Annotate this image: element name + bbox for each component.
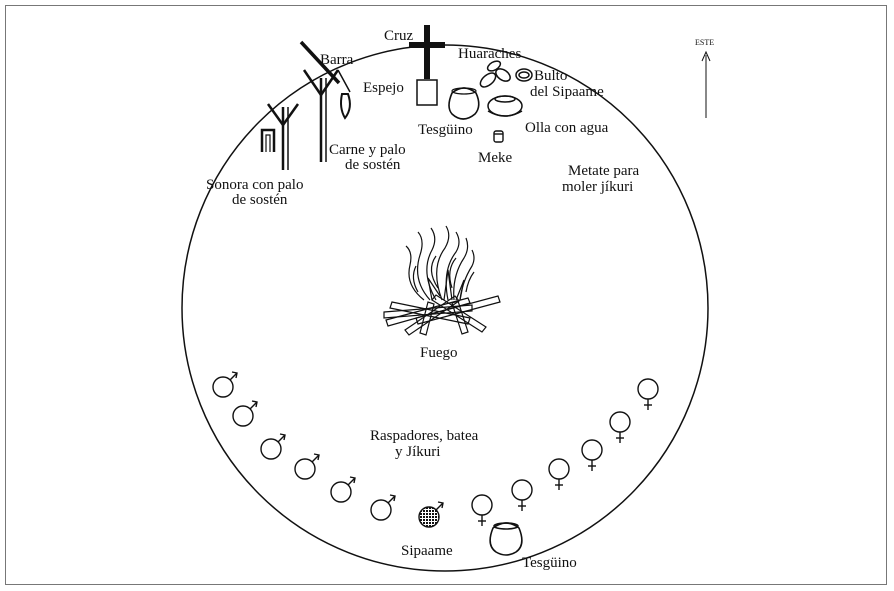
female-icon	[512, 480, 532, 511]
sonora-label-2: de sostén	[232, 192, 288, 208]
male-icon	[213, 372, 237, 397]
tesguino-bottom-label: Tesgüino	[522, 555, 577, 571]
bundle-icon	[516, 69, 532, 81]
tesguino-bottom-pot-icon	[490, 523, 522, 555]
male-icon	[261, 434, 285, 459]
female-icon	[472, 495, 492, 526]
cross-icon	[409, 25, 445, 79]
metate-label-1: Metate para	[568, 163, 640, 179]
carne-label-1: Carne y palo	[329, 142, 406, 158]
raspadores-label-1: Raspadores, batea	[370, 428, 479, 444]
bulto-label-2: del Sipaame	[530, 84, 604, 100]
meke-label: Meke	[478, 150, 512, 166]
sonora-label-1: Sonora con palo	[206, 177, 303, 193]
meke-icon	[494, 131, 503, 142]
female-icon	[638, 379, 658, 410]
female-icon	[549, 459, 569, 490]
barra-label: Barra	[320, 52, 354, 68]
sipaame-icon	[419, 502, 443, 527]
male-icon	[233, 401, 257, 426]
mirror-icon	[417, 80, 437, 105]
espejo-label: Espejo	[363, 80, 404, 96]
fuego-label: Fuego	[420, 345, 458, 361]
carne-label-2: de sostén	[345, 157, 401, 173]
cruz-label: Cruz	[384, 28, 414, 44]
water-pot-icon	[488, 96, 522, 116]
male-icon	[295, 454, 319, 479]
fire-icon	[384, 226, 500, 335]
bulto-label-1: Bulto	[534, 68, 567, 84]
sandals-icon	[478, 59, 513, 90]
metate-label-2: moler jíkuri	[562, 179, 633, 195]
tesguino-top-label: Tesgüino	[418, 122, 473, 138]
north-arrow-icon	[702, 52, 710, 118]
male-icon	[371, 495, 395, 520]
male-icon	[331, 477, 355, 502]
female-icon	[582, 440, 602, 471]
este-label: ESTE	[695, 38, 714, 47]
huaraches-label: Huaraches	[458, 46, 521, 62]
raspadores-label-2: y Jíkuri	[395, 444, 440, 460]
female-icon	[610, 412, 630, 443]
sipaame-label: Sipaame	[401, 543, 453, 559]
olla-label: Olla con agua	[525, 120, 609, 136]
